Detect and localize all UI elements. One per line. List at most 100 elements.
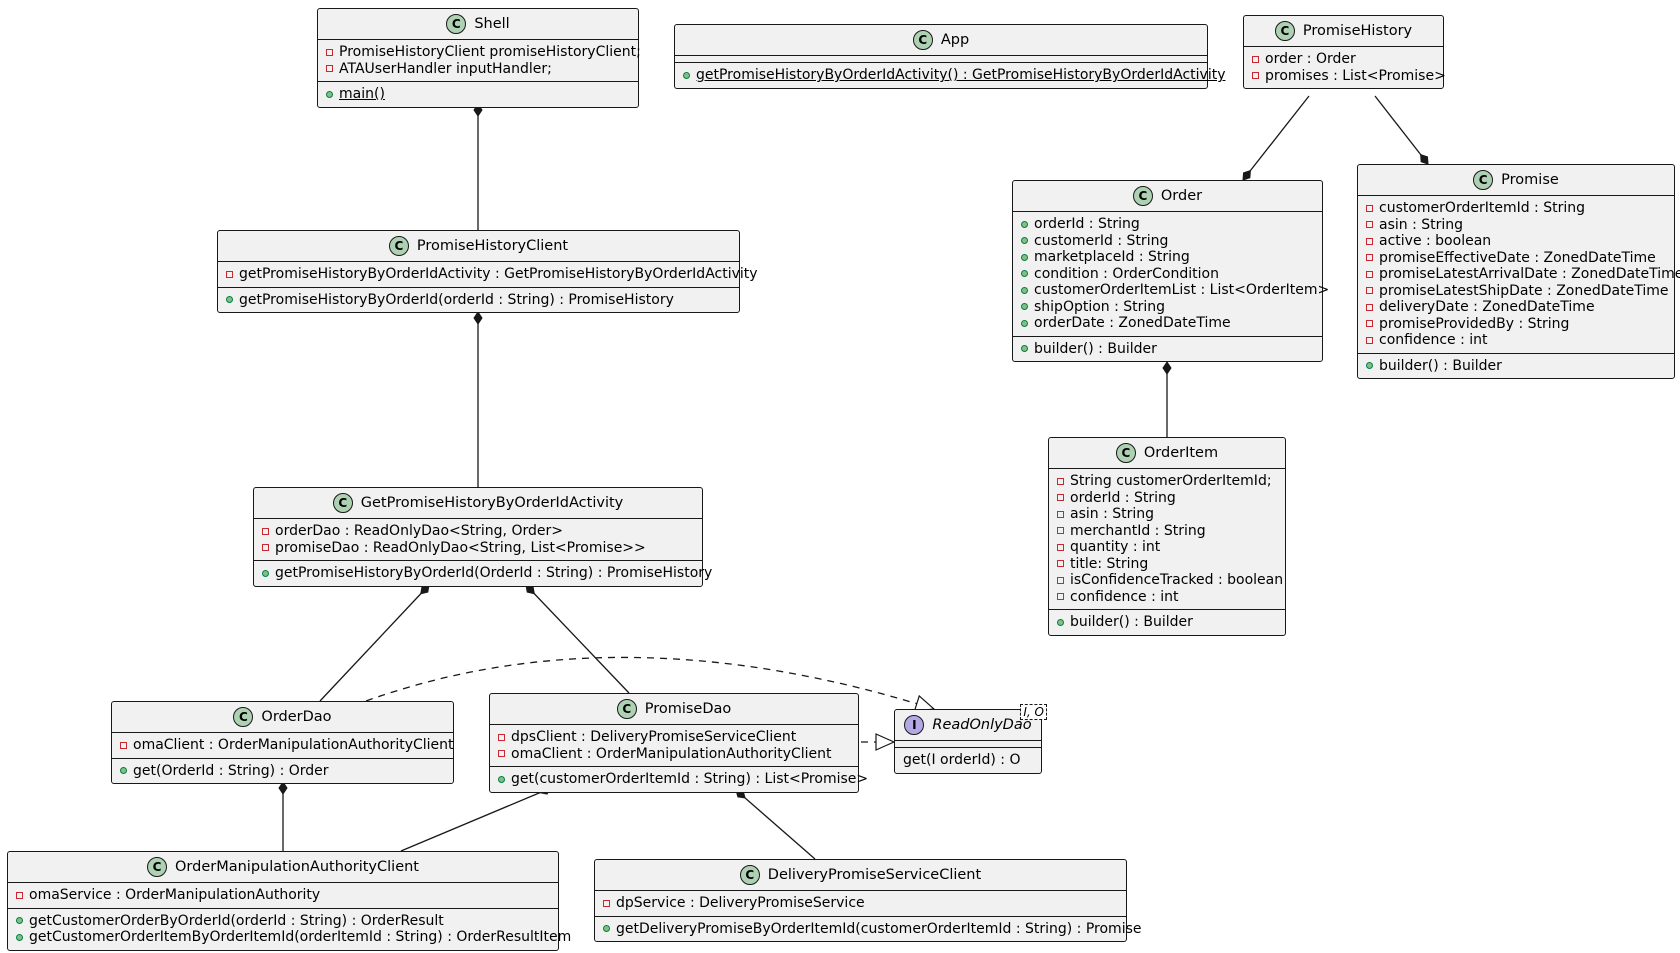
field-text: promiseProvidedBy : String (1379, 315, 1570, 332)
class-name: GetPromiseHistoryByOrderIdActivity (360, 495, 624, 511)
method-text: builder() : Builder (1070, 614, 1193, 631)
field-text: deliveryDate : ZonedDateTime (1379, 299, 1595, 316)
composition-diamond (1242, 169, 1251, 181)
field-row: promiseProvidedBy : String (1366, 316, 1674, 333)
private-visibility-icon (498, 733, 505, 741)
public-visibility-icon (1021, 345, 1028, 353)
method-text: getPromiseHistoryByOrderId(orderId : Str… (239, 291, 674, 308)
field-text: asin : String (1379, 216, 1464, 233)
private-visibility-icon (1057, 576, 1064, 584)
private-visibility-icon (1366, 320, 1373, 328)
methods-section: builder() : Builder (1013, 335, 1322, 362)
field-text: dpsClient : DeliveryPromiseServiceClient (511, 729, 797, 746)
methods-section: builder() : Builder (1049, 609, 1285, 635)
method-text: builder() : Builder (1034, 340, 1157, 357)
class-name: Promise (1501, 172, 1559, 188)
method-row: get(customerOrderItemId : String) : List… (498, 771, 868, 788)
method-text: get(OrderId : String) : Order (133, 762, 329, 779)
field-row: active : boolean (1366, 233, 1674, 250)
private-visibility-icon (1252, 55, 1259, 63)
field-row: omaService : OrderManipulationAuthority (16, 887, 558, 904)
field-text: asin : String (1070, 506, 1155, 523)
method-row: getPromiseHistoryByOrderId(orderId : Str… (226, 292, 739, 309)
method-row: main() (326, 86, 638, 103)
field-row: promiseLatestArrivalDate : ZonedDateTime (1366, 266, 1680, 283)
public-visibility-icon (226, 296, 233, 304)
field-text: orderDao : ReadOnlyDao<String, Order> (275, 523, 563, 540)
field-text: merchantId : String (1070, 522, 1206, 539)
method-row: getPromiseHistoryByOrderId(OrderId : Str… (262, 565, 712, 582)
field-row: confidence : int (1366, 332, 1674, 349)
field-row: marketplaceId : String (1021, 249, 1322, 266)
field-row: orderId : String (1057, 490, 1285, 507)
class-icon: C (446, 14, 467, 34)
public-visibility-icon (1021, 303, 1028, 311)
class-icon: C (233, 707, 254, 727)
field-text: active : boolean (1379, 233, 1492, 250)
field-text: ATAUserHandler inputHandler; (339, 60, 552, 77)
method-row: getCustomerOrderItemByOrderItemId(orderI… (16, 929, 571, 946)
public-visibility-icon (1021, 237, 1028, 245)
field-row: promiseDao : ReadOnlyDao<String, List<Pr… (262, 540, 702, 557)
field-text: orderId : String (1070, 489, 1176, 506)
field-row: asin : String (1366, 217, 1674, 234)
fields-section (675, 55, 1207, 62)
method-text: get(I orderId) : O (903, 752, 1021, 769)
private-visibility-icon (1057, 494, 1064, 502)
private-visibility-icon (16, 891, 23, 899)
class-icon: C (912, 30, 933, 50)
composition-line (319, 584, 430, 702)
field-text: confidence : int (1070, 588, 1179, 605)
field-row: orderDao : ReadOnlyDao<String, Order> (262, 523, 702, 540)
method-text: main() (339, 86, 385, 103)
method-row: getCustomerOrderByOrderId(orderId : Stri… (16, 913, 558, 930)
fields-section: String customerOrderItemId;orderId : Str… (1049, 468, 1285, 609)
field-row: promises : List<Promise> (1252, 68, 1446, 85)
field-text: condition : OrderCondition (1034, 265, 1219, 282)
field-row: ATAUserHandler inputHandler; (326, 61, 638, 78)
method-text: get(customerOrderItemId : String) : List… (511, 771, 869, 788)
field-row: String customerOrderItemId; (1057, 473, 1285, 490)
public-visibility-icon (603, 925, 610, 933)
private-visibility-icon (1057, 593, 1064, 601)
field-text: quantity : int (1070, 539, 1161, 556)
public-visibility-icon (1366, 362, 1373, 370)
method-row: getPromiseHistoryByOrderIdActivity() : G… (683, 67, 1225, 84)
private-visibility-icon (603, 899, 610, 907)
class-icon: C (616, 699, 637, 719)
public-visibility-icon (1021, 319, 1028, 327)
private-visibility-icon (1057, 510, 1064, 518)
field-text: promiseLatestShipDate : ZonedDateTime (1379, 282, 1669, 299)
fields-section: orderDao : ReadOnlyDao<String, Order>pro… (254, 518, 702, 560)
fields-section: dpService : DeliveryPromiseService (595, 890, 1126, 916)
private-visibility-icon (1057, 560, 1064, 568)
method-row: getDeliveryPromiseByOrderItemId(customer… (603, 921, 1142, 938)
method-text: getPromiseHistoryByOrderId(OrderId : Str… (275, 565, 713, 582)
class-icon: C (147, 857, 167, 877)
private-visibility-icon (1366, 303, 1373, 311)
methods-section: getDeliveryPromiseByOrderItemId(customer… (595, 915, 1142, 942)
